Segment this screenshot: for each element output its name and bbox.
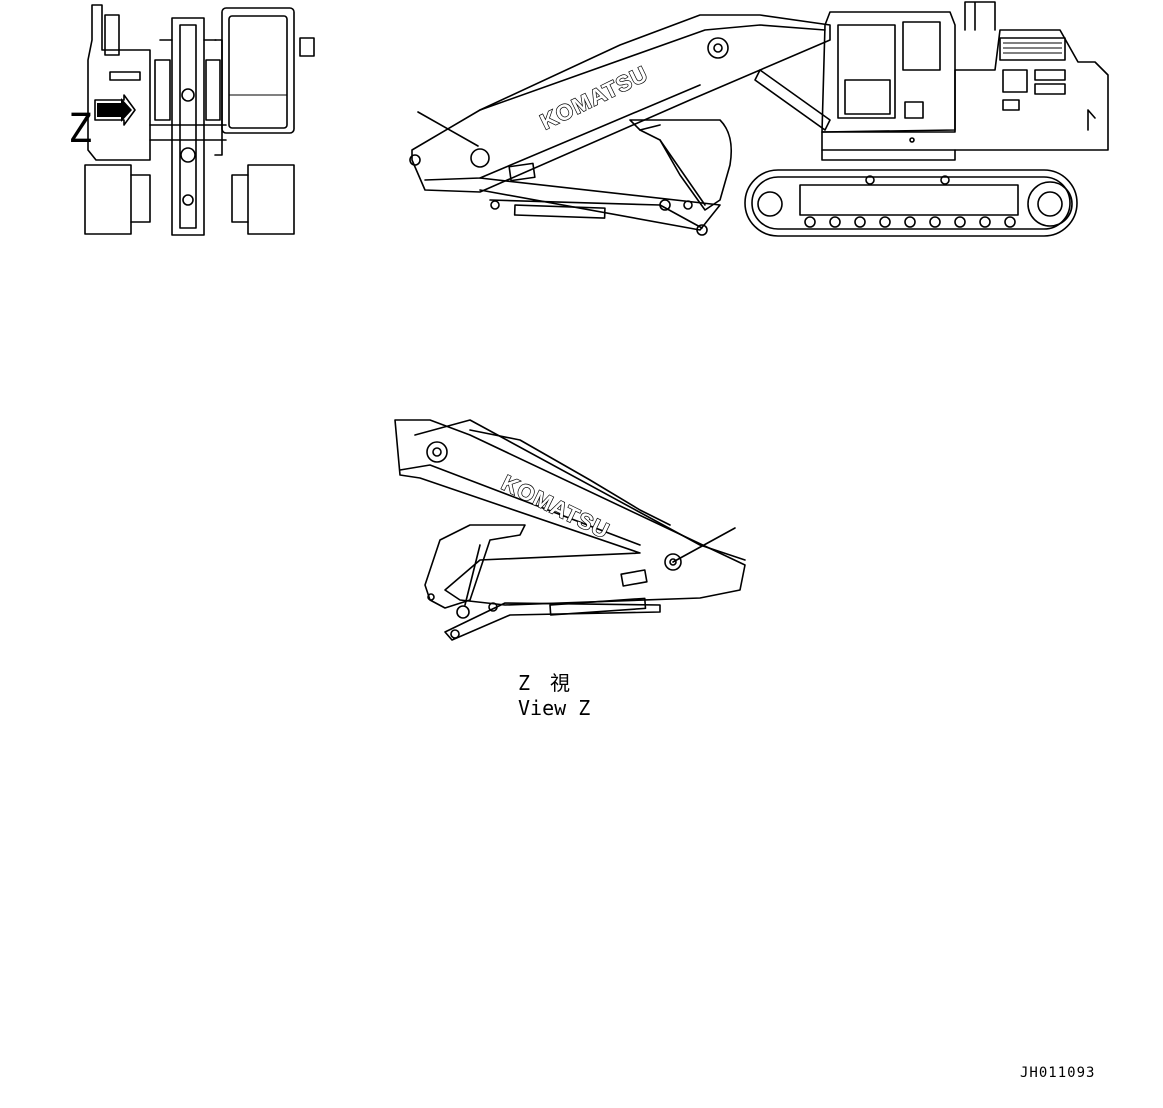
detail-view: KOMATSU Z 視 View Z <box>394 419 746 720</box>
arm-cylinder <box>513 204 606 219</box>
detail-leader-line <box>672 527 736 563</box>
boom-pin <box>470 148 490 168</box>
detail-decal-location <box>620 569 648 587</box>
right-track <box>247 164 295 235</box>
caption-jp: Z 視 <box>518 671 570 695</box>
drawing-number: JH011093 <box>1020 1065 1095 1081</box>
boom-cylinder <box>754 69 831 131</box>
detail-boom <box>394 419 746 606</box>
cab-front <box>221 7 295 134</box>
sprocket <box>1027 181 1073 227</box>
leader-line <box>417 111 479 147</box>
detail-boom-brand-logo: KOMATSU <box>498 470 614 544</box>
detail-boom-pin <box>664 553 682 571</box>
boom-front <box>171 17 205 236</box>
boom <box>411 14 831 193</box>
idler <box>757 191 783 217</box>
caption-en: View Z <box>518 696 590 720</box>
engine-grille <box>999 37 1066 61</box>
detail-arm-cylinder <box>549 597 647 616</box>
view-marker-z: Z <box>68 106 92 152</box>
detail-arm <box>444 602 661 641</box>
decal-location <box>508 162 536 182</box>
detail-boom-foot-pin <box>426 441 448 463</box>
side-view: KOMATSU <box>409 1 1109 237</box>
view-arrow-fill <box>97 98 132 122</box>
front-view: Z <box>68 4 315 236</box>
arm <box>479 177 721 231</box>
detail-bucket <box>424 524 526 609</box>
cab <box>821 11 956 133</box>
left-body <box>87 4 151 161</box>
crawler-track <box>744 169 1078 237</box>
left-track <box>84 164 132 235</box>
boom-foot-pin <box>707 37 729 59</box>
handrail <box>964 1 996 31</box>
view-arrow <box>94 94 136 126</box>
bucket <box>629 119 733 211</box>
